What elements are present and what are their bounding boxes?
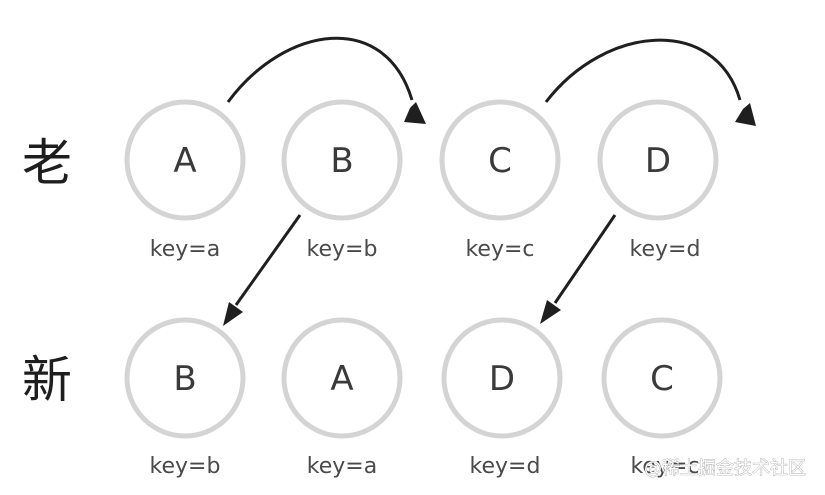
node-circle [439,99,561,221]
new-node-3: D key=d [441,317,563,479]
arrowhead-icon [404,102,426,124]
old-node-1: A key=a [124,99,246,262]
move-arrow-a [226,36,426,124]
node-circle [124,99,246,221]
row-label-old: 老 [22,134,72,192]
node-circle [281,99,403,221]
node-key-label: key=d [470,454,541,479]
node-key-label: key=c [630,454,699,479]
move-arrow-d [540,214,617,324]
node-letter: A [330,359,353,399]
node-circle [597,99,719,221]
node-key-label: key=c [465,237,534,262]
old-node-2: B key=b [281,99,403,262]
old-node-3: C key=c [439,99,561,262]
node-letter: C [488,141,512,181]
node-key-label: key=a [150,237,220,262]
node-key-label: key=b [150,454,221,479]
node-circle [441,317,563,439]
arrowhead-icon [735,103,756,126]
node-letter: D [489,359,515,399]
node-circle [281,317,403,439]
move-arrow-b [223,214,302,326]
node-key-label: key=b [307,237,378,262]
new-node-2: A key=a [281,317,403,479]
node-letter: B [330,141,353,181]
new-node-1: B key=b [124,317,246,479]
arrowhead-icon [540,300,561,324]
row-label-new: 新 [22,351,72,409]
node-letter: B [173,359,196,399]
node-circle [601,317,723,439]
arrowhead-icon [223,302,243,326]
move-arrow-c [544,38,756,126]
node-key-label: key=a [307,454,377,479]
watermark-text: @稀土掘金技术社区 [644,458,806,479]
node-key-label: key=d [630,237,701,262]
node-letter: C [650,359,674,399]
node-letter: A [173,141,196,181]
new-node-4: C key=c [601,317,723,479]
old-node-4: D key=d [597,99,719,262]
node-letter: D [645,141,671,181]
node-circle [124,317,246,439]
